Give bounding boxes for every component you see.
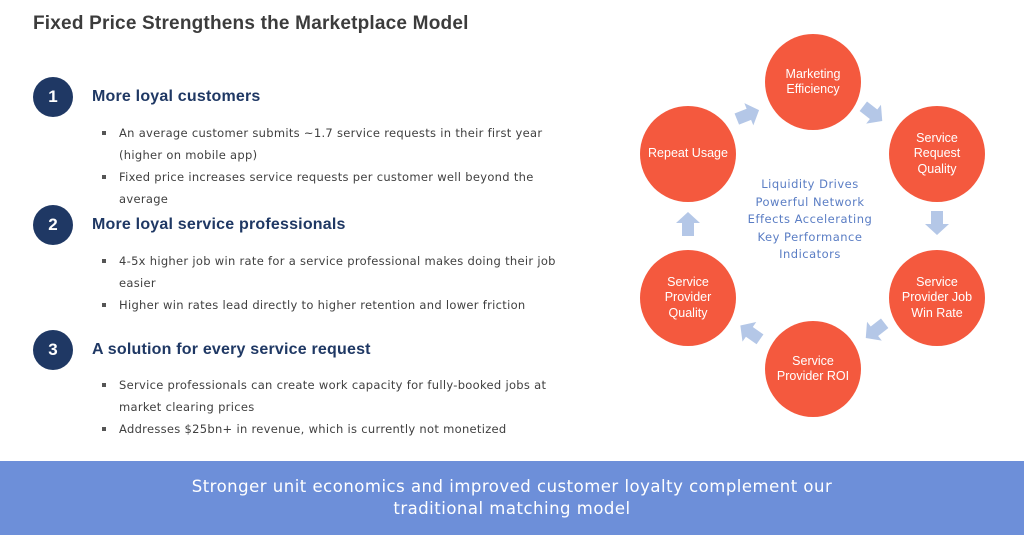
cycle-node-marketing-efficiency: Marketing Efficiency xyxy=(765,34,861,130)
cycle-node-repeat-usage: Repeat Usage xyxy=(640,106,736,202)
cycle-node-provider-roi: Service Provider ROI xyxy=(765,321,861,417)
bullet-item: Higher win rates lead directly to higher… xyxy=(102,294,572,316)
section-number-2: 2 xyxy=(33,205,73,245)
bullet-item: 4-5x higher job win rate for a service p… xyxy=(102,250,572,294)
arrow-icon xyxy=(734,103,760,126)
summary-banner: Stronger unit economics and improved cus… xyxy=(0,461,1024,535)
cycle-node-job-win-rate: Service Provider Job Win Rate xyxy=(889,250,985,346)
section-heading-2: More loyal service professionals xyxy=(92,216,346,233)
section-heading-3: A solution for every service request xyxy=(92,341,371,358)
section-heading-1: More loyal customers xyxy=(92,88,261,105)
cycle-center-text: Liquidity Drives Powerful Network Effect… xyxy=(747,177,873,261)
banner-text: Stronger unit economics and improved cus… xyxy=(191,477,833,518)
arrow-icon xyxy=(865,318,889,341)
section-bullets-1: An average customer submits ~1.7 service… xyxy=(102,122,572,210)
arrow-icon xyxy=(676,212,700,236)
section-bullets-2: 4-5x higher job win rate for a service p… xyxy=(102,250,572,316)
bullet-item: An average customer submits ~1.7 service… xyxy=(102,122,572,166)
section-bullets-3: Service professionals can create work ca… xyxy=(102,374,572,440)
arrow-icon xyxy=(859,101,883,124)
bullet-item: Service professionals can create work ca… xyxy=(102,374,572,418)
arrow-icon xyxy=(740,322,764,345)
bullet-item: Addresses $25bn+ in revenue, which is cu… xyxy=(102,418,572,440)
cycle-node-service-request-quality: Service Request Quality xyxy=(889,106,985,202)
arrow-icon xyxy=(925,211,949,235)
page-title: Fixed Price Strengthens the Marketplace … xyxy=(33,13,469,34)
section-number-1: 1 xyxy=(33,77,73,117)
cycle-node-provider-quality: Service Provider Quality xyxy=(640,250,736,346)
section-number-3: 3 xyxy=(33,330,73,370)
bullet-item: Fixed price increases service requests p… xyxy=(102,166,572,210)
